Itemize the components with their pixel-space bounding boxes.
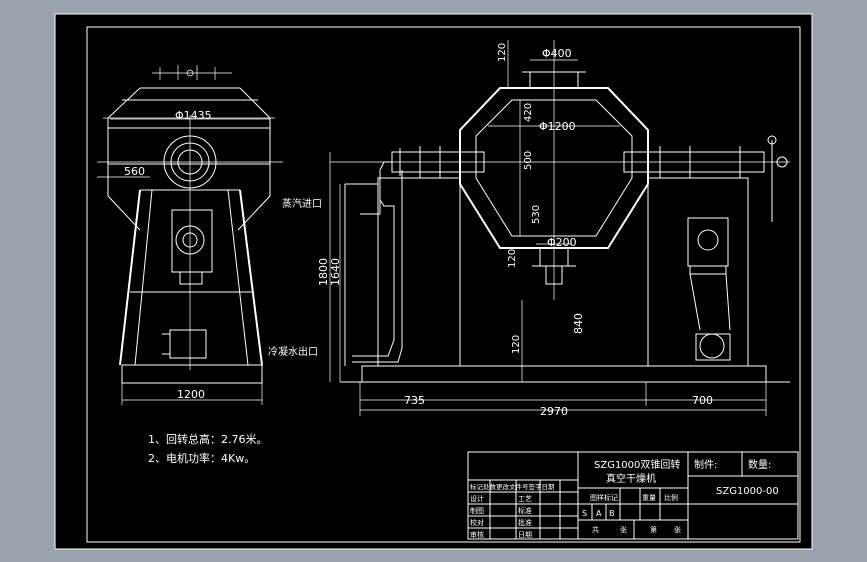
dim-1800: 1800	[317, 258, 330, 286]
stage-mark: 图样标记	[590, 493, 618, 502]
col-approve: 批准	[518, 518, 532, 527]
stage-s: S	[582, 509, 587, 518]
sheets-unit: 张	[620, 525, 627, 534]
title-block	[467, 451, 799, 540]
scale: 比例	[664, 493, 678, 502]
col-date: 日期	[518, 531, 532, 539]
drawing-paper	[54, 13, 813, 550]
dim-840: 840	[572, 313, 585, 334]
dim-500: 500	[523, 151, 534, 170]
label-steam-inlet: 蒸汽进口	[282, 197, 322, 210]
revision-header: 标记处数更改文件号签字日期	[470, 482, 555, 491]
dim-phi400: Φ400	[542, 47, 572, 60]
side-view	[97, 65, 283, 405]
drawing-number: SZG1000-00	[716, 486, 779, 497]
front-view	[329, 40, 790, 416]
product-name-line2: 真空干燥机	[606, 472, 656, 485]
dim-120-bottom: 120	[511, 335, 522, 354]
dim-phi200: Φ200	[547, 236, 577, 249]
dim-735: 735	[404, 394, 425, 407]
note-2: 2、电机功率：4Kw。	[148, 451, 255, 465]
dim-530: 530	[531, 205, 542, 224]
col-craft: 工艺	[518, 495, 532, 503]
sheet-no: 第	[650, 525, 657, 534]
dim-2970: 2970	[540, 405, 568, 418]
row-check: 制图	[470, 506, 484, 515]
dim-120-mid: 120	[507, 249, 518, 268]
drawing-border	[86, 26, 801, 543]
sheet-total: 共	[592, 525, 599, 534]
row-approve: 审核	[470, 530, 484, 539]
drawing-label: 制件:	[694, 458, 717, 471]
dim-420: 420	[523, 103, 534, 122]
dim-560: 560	[124, 165, 145, 178]
dim-phi1200: Φ1200	[539, 120, 576, 133]
weight: 重量	[642, 494, 656, 502]
dim-phi1435: Φ1435	[175, 109, 212, 122]
col-standard: 标准	[518, 506, 532, 515]
dim-700: 700	[692, 394, 713, 407]
stage-b: B	[609, 509, 615, 518]
dim-1200-left: 1200	[177, 388, 205, 401]
quantity-label: 数量:	[748, 458, 771, 471]
sheet-of-unit: 张	[674, 525, 681, 534]
row-design: 设计	[470, 494, 484, 503]
stage-a: A	[596, 509, 602, 518]
label-cooling-outlet: 冷凝水出口	[268, 345, 318, 358]
dim-1640: 1640	[329, 258, 342, 286]
row-review: 校对	[470, 518, 484, 527]
product-name-line1: SZG1000双锥回转	[594, 458, 680, 471]
dim-120-top: 120	[497, 43, 508, 62]
note-1: 1、回转总高：2.76米。	[148, 432, 268, 446]
